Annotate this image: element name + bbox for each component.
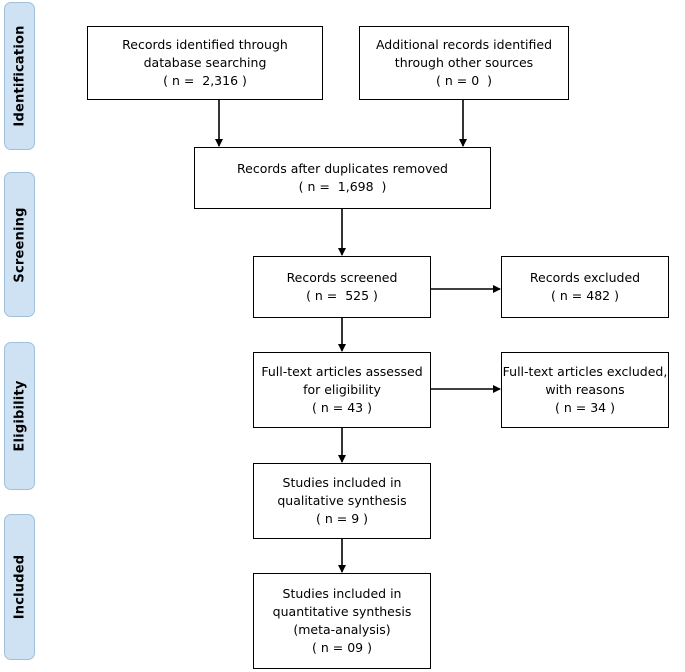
box-other-sources-line-2: through other sources [394, 55, 534, 70]
box-qualitative-synthesis: Studies included in qualitative synthesi… [253, 463, 431, 539]
box-after-duplicates-line-1: Records after duplicates removed [237, 161, 448, 176]
box-database-search-line-1: Records identified through [122, 37, 288, 52]
phase-identification: Identification [4, 2, 35, 150]
box-records-screened: Records screened ( n = 525 ) [253, 256, 431, 318]
box-fulltext-assessed-count: ( n = 43 ) [312, 400, 372, 415]
phase-eligibility: Eligibility [4, 342, 35, 490]
box-records-excluded: Records excluded ( n = 482 ) [501, 256, 669, 318]
box-records-screened-line-1: Records screened [286, 270, 398, 285]
box-other-sources-line-1: Additional records identified [375, 37, 553, 52]
box-quantitative-line-1: Studies included in [282, 586, 402, 601]
box-records-screened-count: ( n = 525 ) [306, 288, 378, 303]
phase-eligibility-label: Eligibility [12, 380, 27, 452]
box-database-search-count: ( n = 2,316 ) [163, 73, 247, 88]
phase-identification-label: Identification [12, 25, 27, 127]
box-fulltext-assessed-line-1: Full-text articles assessed [261, 364, 423, 379]
box-fulltext-excluded-line-2: with reasons [545, 382, 625, 397]
box-qualitative-count: ( n = 9 ) [316, 511, 368, 526]
phase-screening: Screening [4, 172, 35, 317]
box-records-excluded-count: ( n = 482 ) [551, 288, 619, 303]
box-fulltext-excluded: Full-text articles excluded, with reason… [501, 352, 669, 428]
box-qualitative-line-2: qualitative synthesis [277, 493, 407, 508]
box-fulltext-assessed: Full-text articles assessed for eligibil… [253, 352, 431, 428]
box-after-duplicates: Records after duplicates removed ( n = 1… [194, 147, 491, 209]
box-database-search: Records identified through database sear… [87, 26, 323, 100]
box-other-sources-count: ( n = 0 ) [436, 73, 492, 88]
box-quantitative-line-3: (meta-analysis) [293, 622, 391, 637]
box-records-excluded-line-1: Records excluded [529, 270, 641, 285]
box-database-search-line-2: database searching [143, 55, 267, 70]
box-quantitative-line-2: quantitative synthesis [272, 604, 412, 619]
box-after-duplicates-count: ( n = 1,698 ) [298, 179, 387, 194]
phase-included: Included [4, 514, 35, 660]
box-quantitative-count: ( n = 09 ) [312, 640, 372, 655]
box-other-sources: Additional records identified through ot… [359, 26, 569, 100]
phase-screening-label: Screening [12, 206, 27, 283]
phase-included-label: Included [12, 554, 27, 620]
box-fulltext-excluded-count: ( n = 34 ) [555, 400, 615, 415]
box-fulltext-excluded-line-1: Full-text articles excluded, [502, 364, 668, 379]
box-quantitative-synthesis: Studies included in quantitative synthes… [253, 573, 431, 669]
box-fulltext-assessed-line-2: for eligibility [303, 382, 381, 397]
box-qualitative-line-1: Studies included in [282, 475, 402, 490]
